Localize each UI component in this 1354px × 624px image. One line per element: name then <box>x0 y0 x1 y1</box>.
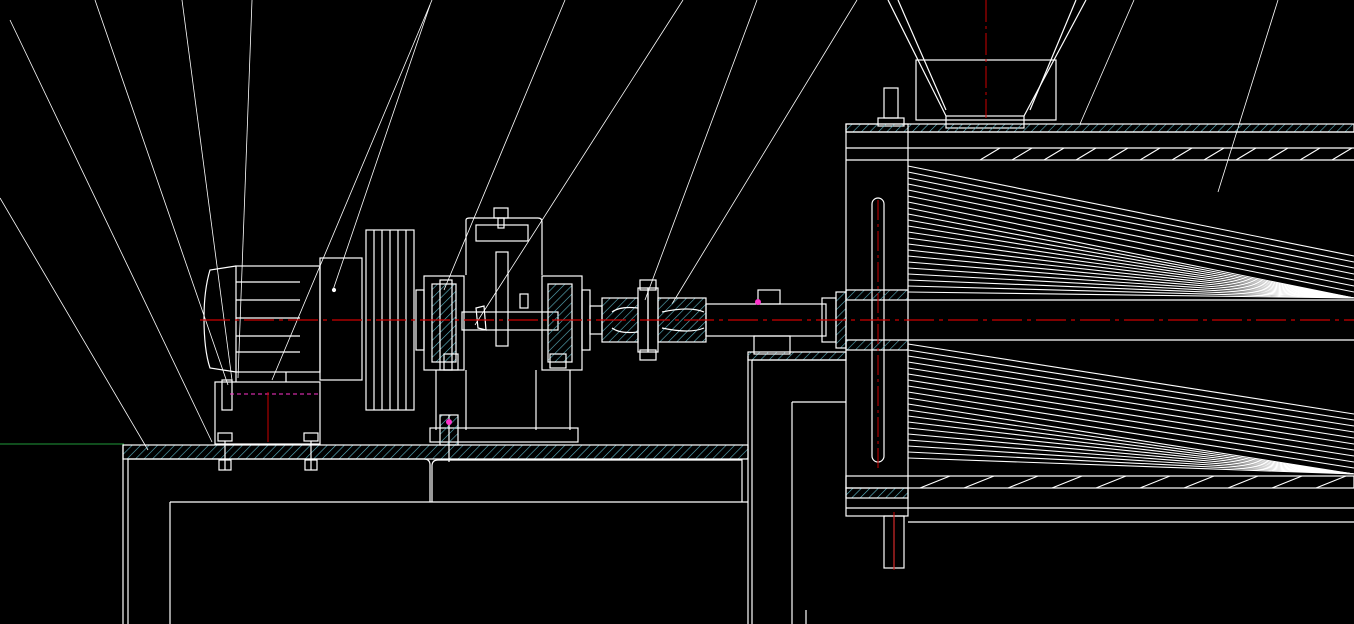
screw-flight-line <box>907 397 1354 469</box>
screw-flight-line <box>907 433 1354 475</box>
screw-flight-line <box>1139 475 1171 489</box>
screw-flight-line <box>907 361 1354 433</box>
screw-flight-line <box>919 475 951 489</box>
screw-flight-line <box>1227 475 1259 489</box>
screw-flight-line <box>1331 147 1353 161</box>
screw-flight-line <box>907 421 1354 475</box>
screw-flight-line <box>1271 475 1303 489</box>
screw-flight-line <box>1043 147 1065 161</box>
leader-lines <box>0 0 1279 451</box>
screw-flight-line <box>979 147 1001 161</box>
screw-flight-line <box>1203 147 1225 161</box>
screw-flight-line <box>963 475 995 489</box>
bearing-marker <box>446 419 452 425</box>
screw-flight-line <box>907 243 1354 299</box>
screw-flight-line <box>1051 475 1083 489</box>
screw-flight-line <box>1011 147 1033 161</box>
screw-flight-line <box>907 457 1354 475</box>
screw-flight-line <box>1095 475 1127 489</box>
screw-flight-line <box>907 385 1354 457</box>
screw-flight-line <box>907 379 1354 451</box>
screw-flight-line <box>907 427 1354 475</box>
screw-flight-line <box>907 207 1354 299</box>
screw-flight-line <box>907 267 1354 299</box>
screw-flight-line <box>1299 147 1321 161</box>
screw-flight-line <box>907 285 1354 299</box>
motor <box>203 257 363 471</box>
screw-flight-line <box>907 451 1354 475</box>
coupling-marker <box>755 299 761 305</box>
screw-flight-line <box>907 279 1354 299</box>
screw-flight-line <box>907 225 1354 299</box>
screw-flight-line <box>1171 147 1193 161</box>
screw-flight-line <box>907 291 1354 299</box>
screw-flight-line <box>1075 147 1097 161</box>
screw-flight-line <box>907 415 1354 475</box>
screw-flight-line <box>1315 475 1347 489</box>
screw-flight-line <box>907 343 1354 415</box>
screw-flight-line <box>1267 147 1289 161</box>
screw-flight-line <box>1139 147 1161 161</box>
screw-flight-line <box>907 231 1354 299</box>
screw-flight-line <box>907 255 1354 299</box>
screw-flight-line <box>907 189 1354 281</box>
screw-flight-line <box>907 367 1354 439</box>
screw-flight-line <box>907 445 1354 475</box>
screw-flight-line <box>907 373 1354 445</box>
screw-flight-line <box>1107 147 1129 161</box>
screw-flight-line <box>907 261 1354 299</box>
screw-flight-line <box>907 391 1354 463</box>
screw-flight-line <box>907 439 1354 475</box>
screw-flight-line <box>907 171 1354 263</box>
screw-flight-line <box>907 213 1354 299</box>
screw-flight-line <box>1183 475 1215 489</box>
screw-flight-line <box>907 219 1354 299</box>
screw-flight-line <box>907 355 1354 427</box>
screw-flight-line <box>907 195 1354 287</box>
base-frame <box>122 351 847 624</box>
screw-flight-line <box>907 249 1354 299</box>
screw-flight-line <box>907 165 1354 257</box>
screw-flight-line <box>907 409 1354 475</box>
screw-flight-line <box>907 273 1354 299</box>
screw-flight-line <box>907 183 1354 275</box>
screw-flight-line <box>907 403 1354 475</box>
screw-flight-line <box>907 177 1354 269</box>
screw-flight-line <box>1235 147 1257 161</box>
screw-flights <box>907 147 1354 489</box>
bearing-housing <box>415 207 591 462</box>
screw-flight-line <box>907 201 1354 293</box>
screw-flight-line <box>907 349 1354 421</box>
screw-flight-line <box>907 237 1354 299</box>
screw-flight-line <box>1007 475 1039 489</box>
